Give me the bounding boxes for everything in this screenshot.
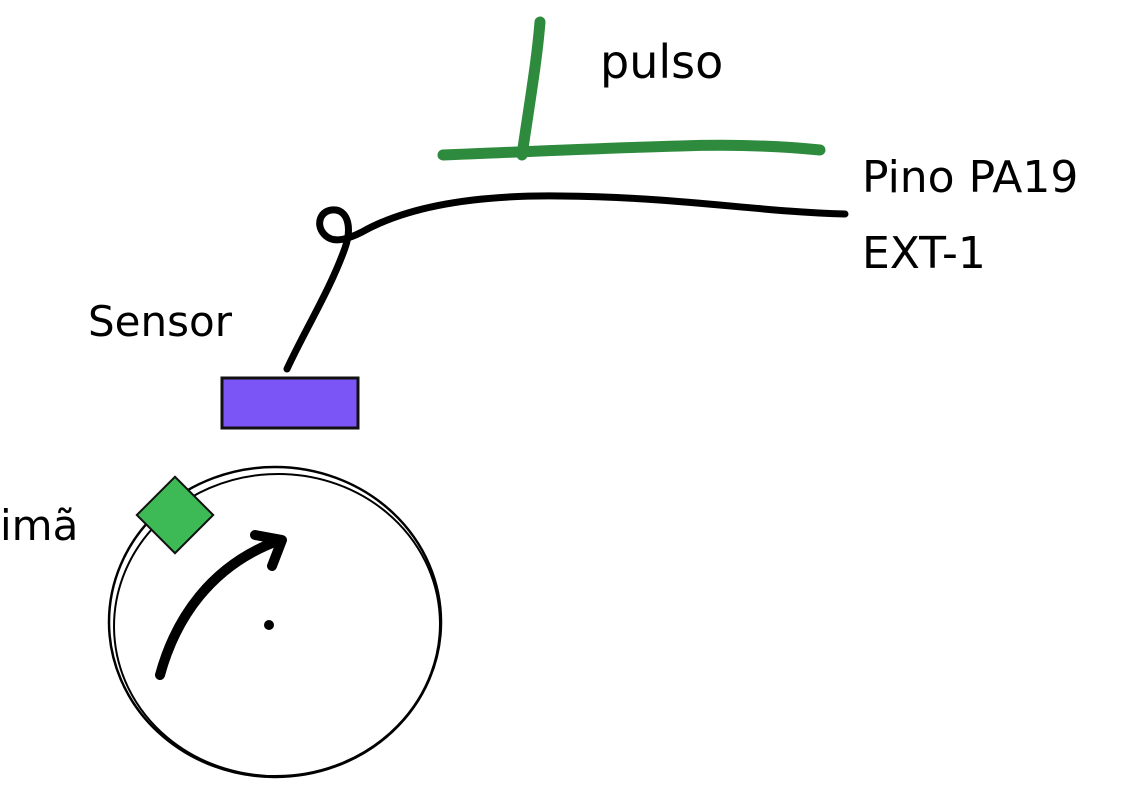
- center-dot-icon: [264, 620, 274, 630]
- magnet-block: [135, 475, 215, 555]
- pulse-spike: [516, 16, 546, 161]
- curved-arrow-icon: [155, 530, 287, 680]
- sensor-label: Sensor: [88, 297, 233, 346]
- rotating-wheel: [107, 465, 443, 779]
- pulse-baseline: [437, 139, 826, 161]
- pulse-waveform: [437, 16, 826, 161]
- pulse-label: pulso: [600, 35, 723, 89]
- wheel-outline-stroke: [113, 472, 441, 778]
- ext-label: EXT-1: [862, 228, 986, 279]
- pin-label: Pino PA19: [862, 152, 1078, 203]
- sensor-block: [220, 376, 360, 430]
- magnet-label: imã: [0, 501, 78, 550]
- signal-wire: [283, 192, 849, 373]
